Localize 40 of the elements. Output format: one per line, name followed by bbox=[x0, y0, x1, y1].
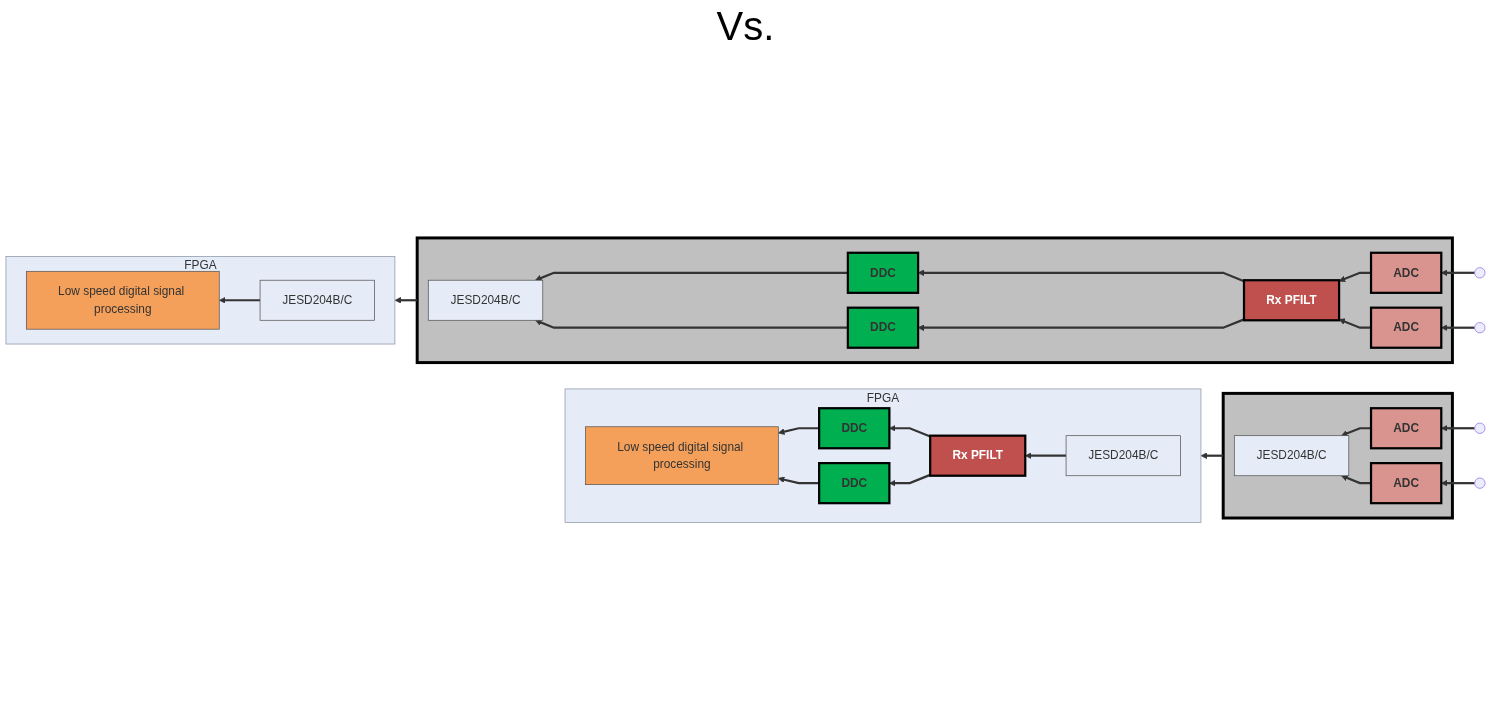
node-box: ADC bbox=[1369, 462, 1443, 505]
cluster bbox=[415, 236, 1454, 365]
arrow bbox=[1341, 427, 1372, 437]
arrow bbox=[1441, 480, 1475, 487]
node-box: ADC bbox=[1369, 306, 1443, 350]
node-circle bbox=[1474, 423, 1486, 435]
arrow bbox=[889, 474, 931, 487]
arrow bbox=[218, 297, 261, 304]
arrow bbox=[535, 319, 848, 330]
node-circle bbox=[1474, 267, 1486, 279]
arrow bbox=[1441, 324, 1475, 332]
arrow bbox=[394, 297, 418, 304]
arrow bbox=[1200, 452, 1224, 460]
node-box: Low speed digital signal processing bbox=[26, 271, 220, 330]
node-box: JESD204B/C bbox=[259, 280, 375, 321]
node-box: Rx PFILT bbox=[1242, 279, 1341, 322]
node-box: Rx PFILT bbox=[929, 434, 1027, 478]
node-box: JESD204B/C bbox=[1065, 435, 1181, 477]
arrow bbox=[1441, 269, 1475, 277]
arrow bbox=[778, 476, 820, 485]
node-box: DDC bbox=[818, 462, 891, 505]
cluster bbox=[1221, 392, 1454, 520]
arrow bbox=[1338, 272, 1372, 283]
comparison-label: Vs. bbox=[716, 4, 775, 48]
node-box: ADC bbox=[1369, 407, 1443, 450]
arrow bbox=[778, 427, 820, 436]
node-box: ADC bbox=[1369, 251, 1443, 295]
arrow bbox=[1441, 425, 1475, 432]
node-box: DDC bbox=[846, 251, 920, 295]
node-circle bbox=[1474, 322, 1486, 334]
node-box: DDC bbox=[846, 306, 920, 350]
node-box: DDC bbox=[818, 407, 891, 450]
arrow bbox=[535, 272, 848, 282]
node-circle bbox=[1474, 477, 1486, 489]
arrow bbox=[889, 425, 931, 438]
arrow bbox=[1341, 475, 1372, 485]
node-box: JESD204B/C bbox=[1233, 435, 1350, 477]
node-box: JESD204B/C bbox=[427, 280, 544, 321]
node-box: Low speed digital signal processing bbox=[585, 426, 779, 486]
arrow bbox=[1338, 318, 1372, 330]
